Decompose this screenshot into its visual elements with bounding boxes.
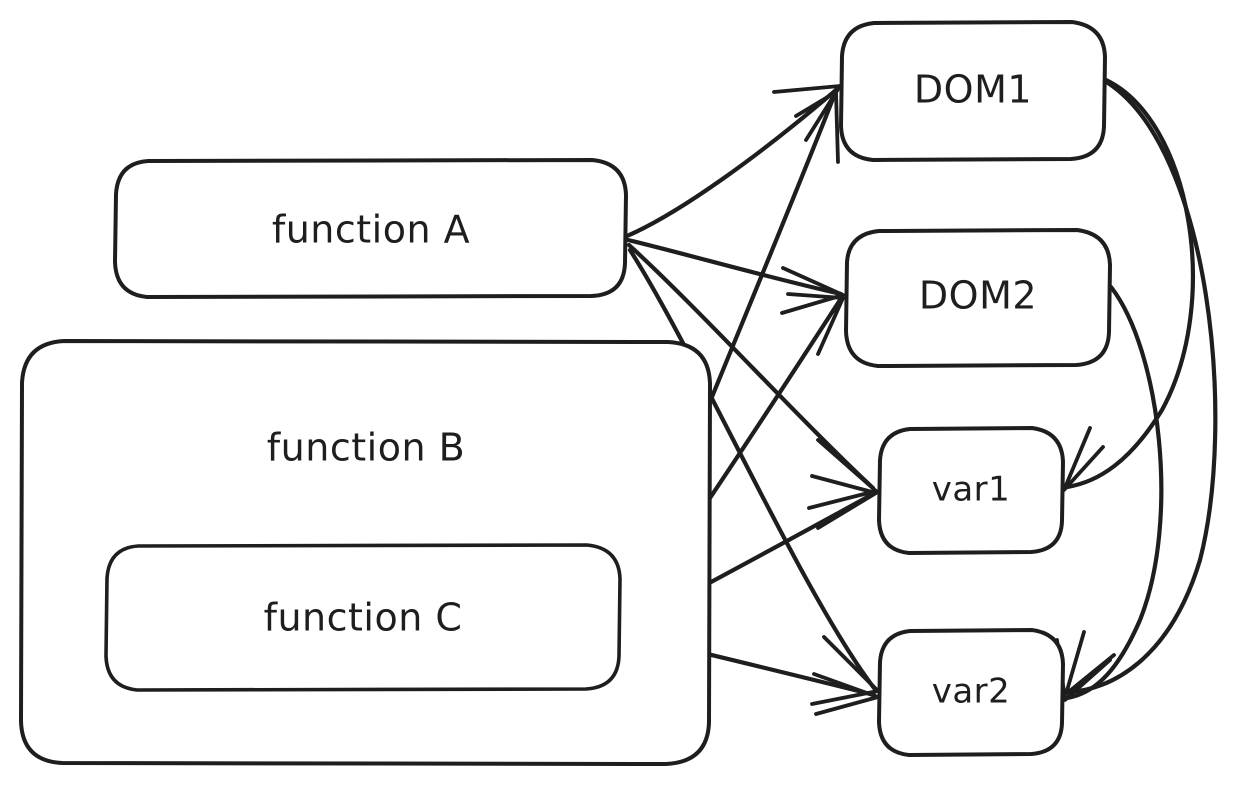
DOM2-box[interactable] [844, 228, 1112, 368]
functionB-label: function B [267, 426, 465, 470]
node-var2[interactable]: var2 [877, 628, 1065, 757]
DOM2-label: DOM2 [919, 274, 1037, 318]
functionA-box[interactable] [113, 158, 628, 299]
node-var1[interactable]: var1 [877, 426, 1065, 555]
functionC-label: function C [264, 596, 463, 640]
DOM1-label: DOM1 [914, 68, 1032, 112]
var1-label: var1 [932, 470, 1011, 510]
functionC-box[interactable] [104, 543, 622, 692]
node-functionA[interactable]: function A [113, 158, 628, 299]
node-DOM1[interactable]: DOM1 [839, 20, 1107, 162]
node-functionC[interactable]: function C [104, 543, 622, 692]
var2-box[interactable] [877, 628, 1065, 757]
functionA-label: function A [272, 208, 470, 252]
edge-DOM1-to-var2[interactable] [1064, 80, 1218, 696]
DOM1-box[interactable] [839, 20, 1107, 162]
edge-functionA-to-DOM2[interactable] [625, 237, 845, 315]
node-DOM2[interactable]: DOM2 [844, 228, 1112, 368]
edge-functionA-to-var1[interactable] [626, 242, 878, 510]
var1-box[interactable] [877, 426, 1065, 555]
var2-label: var2 [932, 672, 1011, 712]
